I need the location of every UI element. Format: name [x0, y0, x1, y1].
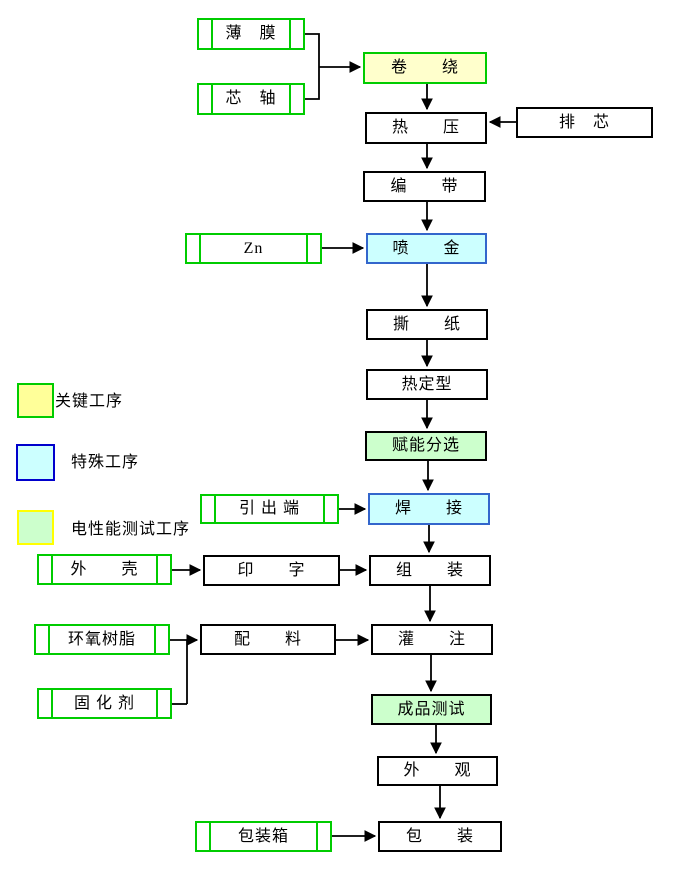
legend-swatch-key-process	[17, 383, 54, 418]
node-welding: 焊 接	[368, 493, 490, 525]
node-label: 灌 注	[397, 630, 466, 648]
node-packaging: 包 装	[378, 821, 502, 852]
node-label: 赋能分选	[391, 437, 460, 454]
node-lead-terminal: 引 出 端	[200, 494, 339, 524]
legend-swatch-test-process	[17, 510, 54, 545]
node-label: Zn	[243, 239, 264, 257]
node-label: 配 料	[233, 630, 302, 648]
legend-label-test-process: 电性能测试工序	[71, 521, 191, 538]
node-energizing-sorting: 赋能分选	[365, 431, 487, 461]
node-label: 包装箱	[237, 827, 289, 845]
node-metal-spraying: 喷 金	[366, 233, 487, 264]
legend-swatch-special-process	[16, 444, 55, 481]
node-label: 组 装	[395, 561, 464, 579]
node-assembly: 组 装	[369, 555, 491, 586]
node-zinc: Zn	[185, 233, 322, 264]
node-mandrel: 芯 轴	[197, 83, 305, 115]
node-paper-tearing: 撕 纸	[366, 309, 488, 340]
node-label: 热定型	[401, 375, 453, 393]
node-label: 引 出 端	[238, 500, 300, 517]
node-label: 包 装	[405, 827, 474, 845]
node-label: 排 芯	[558, 113, 610, 131]
node-label: 固 化 剂	[73, 694, 135, 712]
node-label: 撕 纸	[392, 315, 461, 333]
node-taping: 编 带	[363, 171, 486, 202]
node-core-arranging: 排 芯	[516, 107, 653, 138]
node-curing-agent: 固 化 剂	[37, 688, 172, 719]
node-label: 编 带	[390, 177, 459, 195]
node-label: 环氧树脂	[67, 630, 136, 648]
node-label: 芯 轴	[225, 90, 277, 107]
node-shell: 外 壳	[37, 554, 172, 585]
node-label: 外 壳	[70, 560, 139, 578]
node-product-testing: 成品测试	[371, 694, 492, 725]
node-label: 印 字	[237, 561, 306, 579]
node-label: 焊 接	[394, 500, 463, 517]
node-label: 成品测试	[397, 700, 466, 718]
node-pouring: 灌 注	[371, 624, 493, 655]
node-label: 薄 膜	[225, 25, 277, 42]
node-appearance: 外 观	[377, 756, 498, 786]
node-batching: 配 料	[200, 624, 336, 655]
node-label: 喷 金	[392, 239, 461, 257]
node-epoxy-resin: 环氧树脂	[34, 624, 170, 655]
legend-label-special-process: 特殊工序	[71, 454, 140, 471]
connector-film-mandrel-bracket	[305, 33, 320, 100]
node-label: 外 观	[403, 762, 472, 779]
legend-label-key-process: 关键工序	[55, 393, 124, 410]
node-heat-setting: 热定型	[366, 369, 488, 400]
node-label: 热 压	[391, 119, 460, 136]
node-label: 卷 绕	[390, 59, 459, 76]
node-film: 薄 膜	[197, 18, 305, 50]
node-printing: 印 字	[203, 555, 340, 586]
node-winding: 卷 绕	[363, 52, 487, 84]
node-hot-press: 热 压	[365, 112, 487, 144]
node-packing-box: 包装箱	[195, 821, 332, 852]
